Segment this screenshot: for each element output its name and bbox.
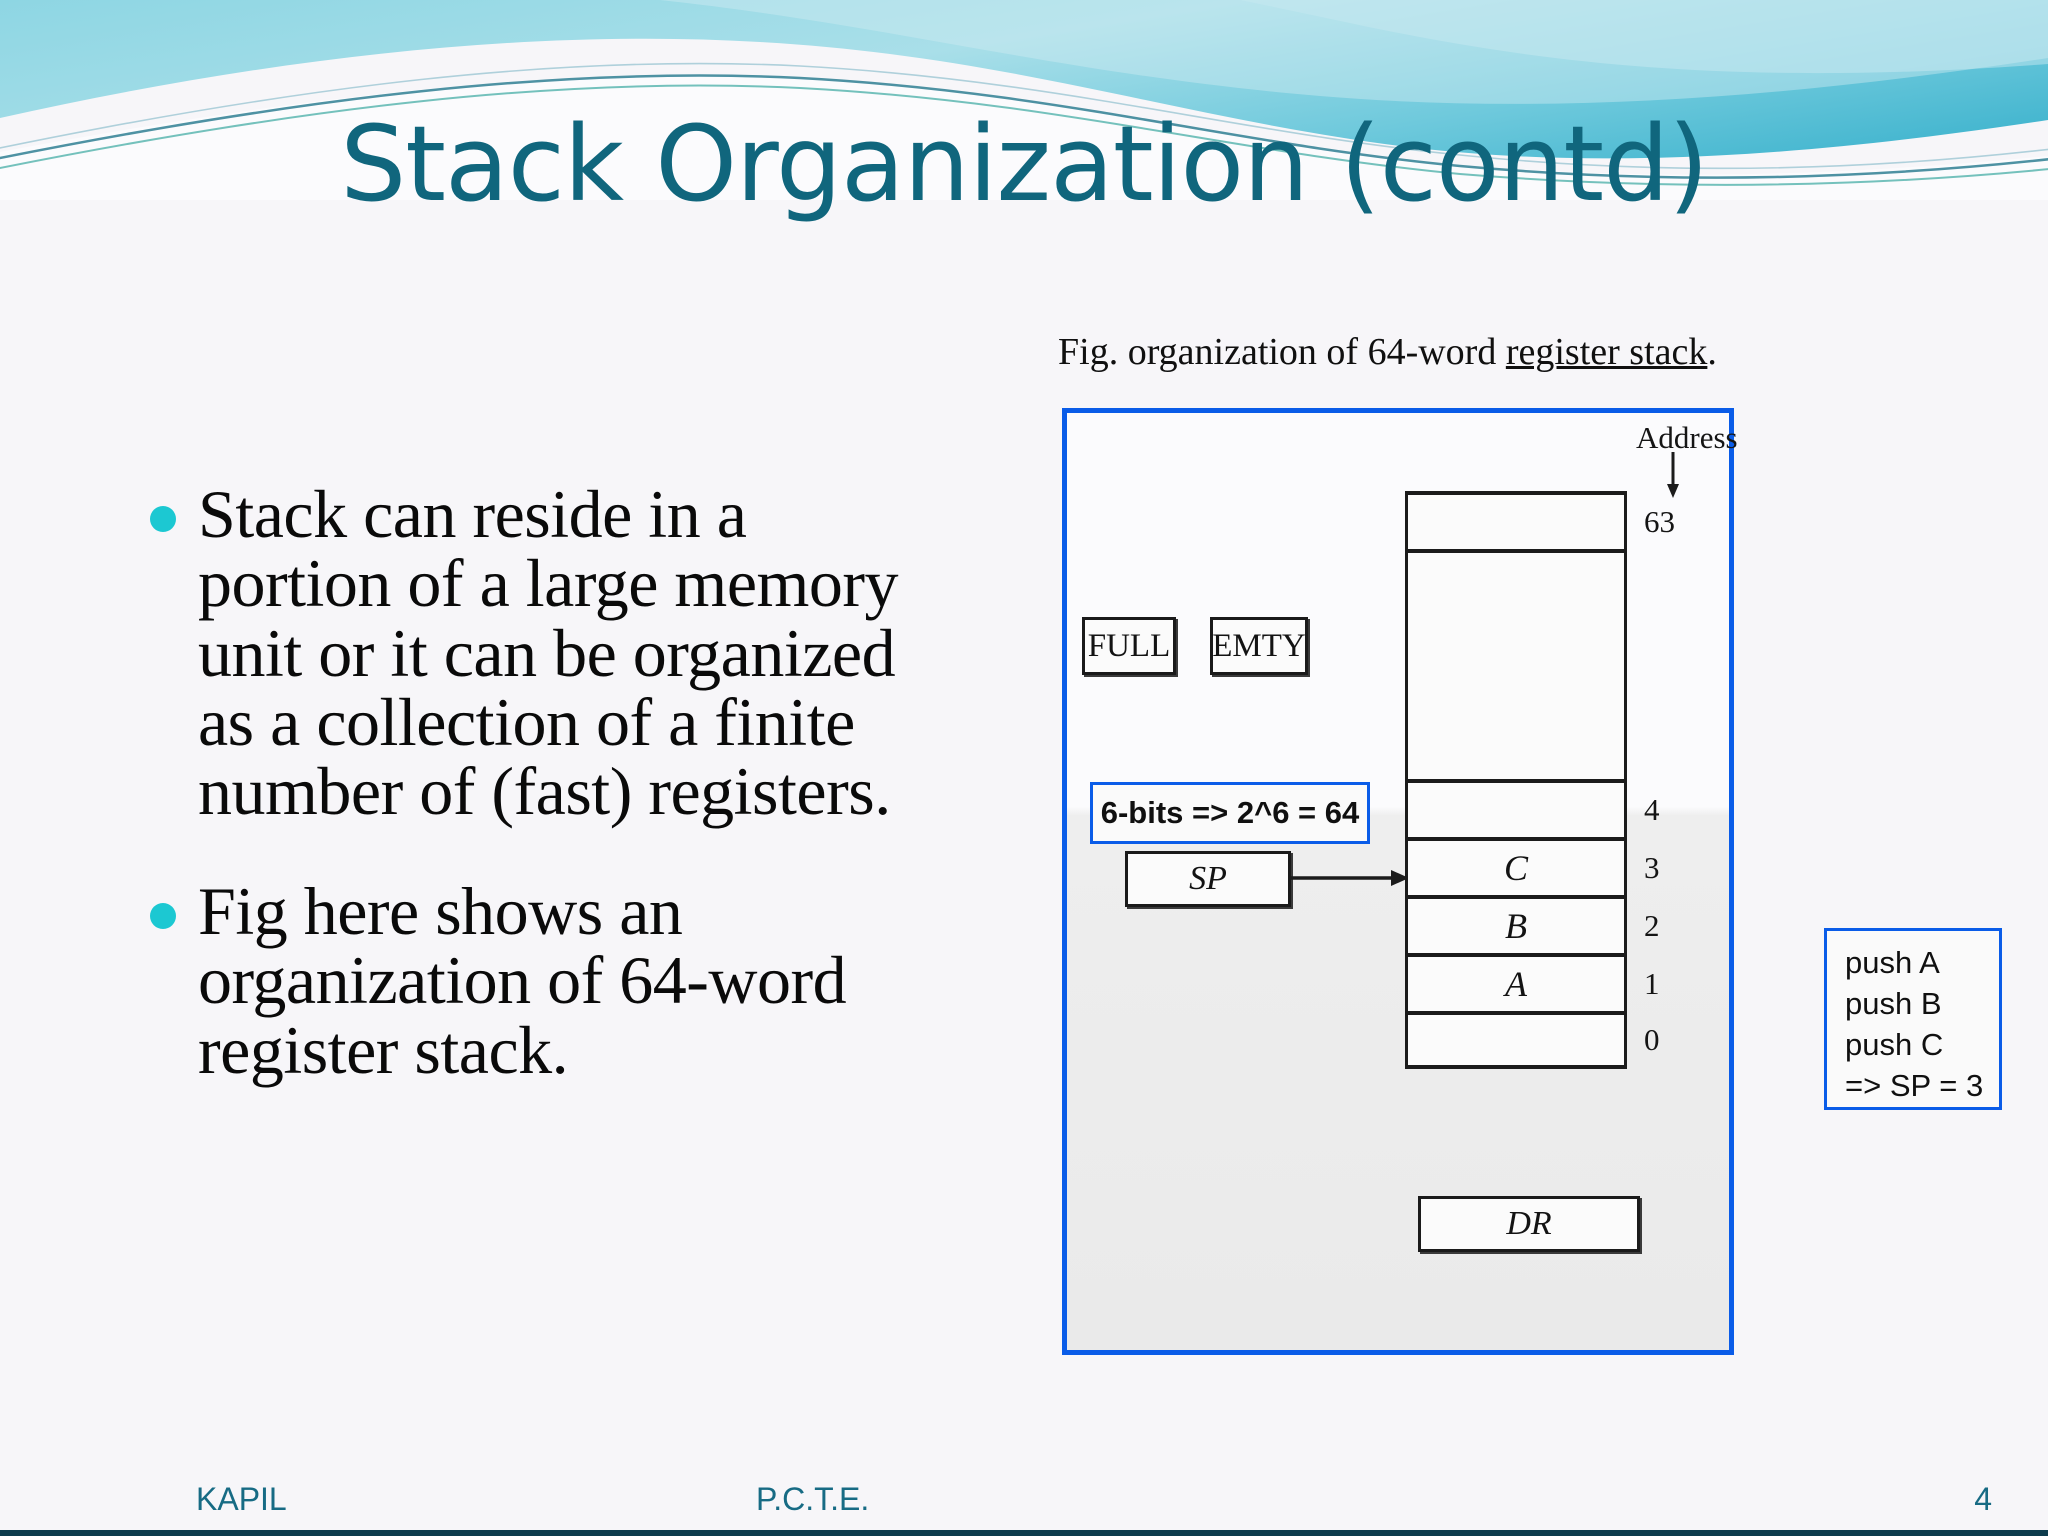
figure-caption-suffix: . (1707, 331, 1717, 373)
dr-register-box: DR (1418, 1196, 1640, 1252)
footer-page-number: 4 (1974, 1481, 1992, 1517)
bullet-dot-icon (150, 902, 176, 929)
bits-annotation-box: 6-bits => 2^6 = 64 (1090, 782, 1370, 844)
list-item: Fig here shows an organization of 64-wor… (150, 872, 940, 1088)
stack-cell-63: 63 (1405, 491, 1675, 549)
stack-cell-address: 63 (1644, 504, 1675, 539)
list-item: Stack can reside in a portion of a large… (150, 476, 940, 830)
stack-cell-3: C 3 (1405, 837, 1660, 895)
emty-flag-box: EMTY (1210, 617, 1308, 675)
figure-caption: Fig. organization of 64-word register st… (1058, 330, 1717, 374)
footer-organization: P.C.T.E. (756, 1481, 870, 1517)
address-column-label: Address (1636, 420, 1738, 455)
footer-author: KAPIL (196, 1481, 287, 1517)
page-title: Stack Organization (contd) (340, 103, 1709, 225)
sp-pointer-arrow-icon (1291, 870, 1409, 886)
stack-cell-gap (1405, 549, 1627, 779)
full-flag-box: FULL (1082, 617, 1176, 675)
stack-cell-2: B 2 (1405, 895, 1660, 953)
stack-cell-1: A 1 (1405, 953, 1660, 1011)
stack-cell-4: 4 (1405, 779, 1660, 837)
bullet-text: Fig here shows an organization of 64-wor… (198, 872, 847, 1088)
bullet-text: Stack can reside in a portion of a large… (198, 476, 899, 830)
stack-cell-address: 3 (1644, 850, 1660, 885)
bullet-list: Stack can reside in a portion of a large… (150, 476, 940, 1135)
stack-cell-address: 1 (1644, 966, 1660, 1001)
stack-cell-address: 2 (1644, 908, 1660, 943)
banner-waves (0, 0, 2048, 200)
stack-cell-value: A (1505, 964, 1527, 1004)
stack-cell-address: 0 (1644, 1022, 1660, 1057)
push-sequence-box: push A push B push C => SP = 3 (1824, 928, 2002, 1110)
figure-caption-underlined: register stack (1505, 331, 1708, 373)
stack-cell-value: B (1505, 906, 1527, 946)
push-line: push A (1845, 945, 1940, 980)
stack-cell-value: C (1503, 848, 1528, 888)
bullet-dot-icon (150, 506, 176, 532)
stack-cell-address: 4 (1644, 792, 1660, 827)
stack-cell-0: 0 (1405, 1011, 1660, 1069)
footer-divider (0, 1530, 2048, 1536)
decorative-header-banner (0, 0, 2048, 200)
figure-caption-prefix: Fig. organization of 64-word (1058, 331, 1506, 373)
push-line: => SP = 3 (1845, 1067, 1984, 1103)
sp-register-box: SP (1125, 851, 1291, 907)
push-line: push B (1845, 985, 1942, 1021)
address-arrow-icon (1667, 452, 1679, 498)
push-line: push C (1845, 1026, 1944, 1062)
register-stack-column: 63 4 C 3 B 2 A 1 0 (1405, 491, 1675, 1069)
